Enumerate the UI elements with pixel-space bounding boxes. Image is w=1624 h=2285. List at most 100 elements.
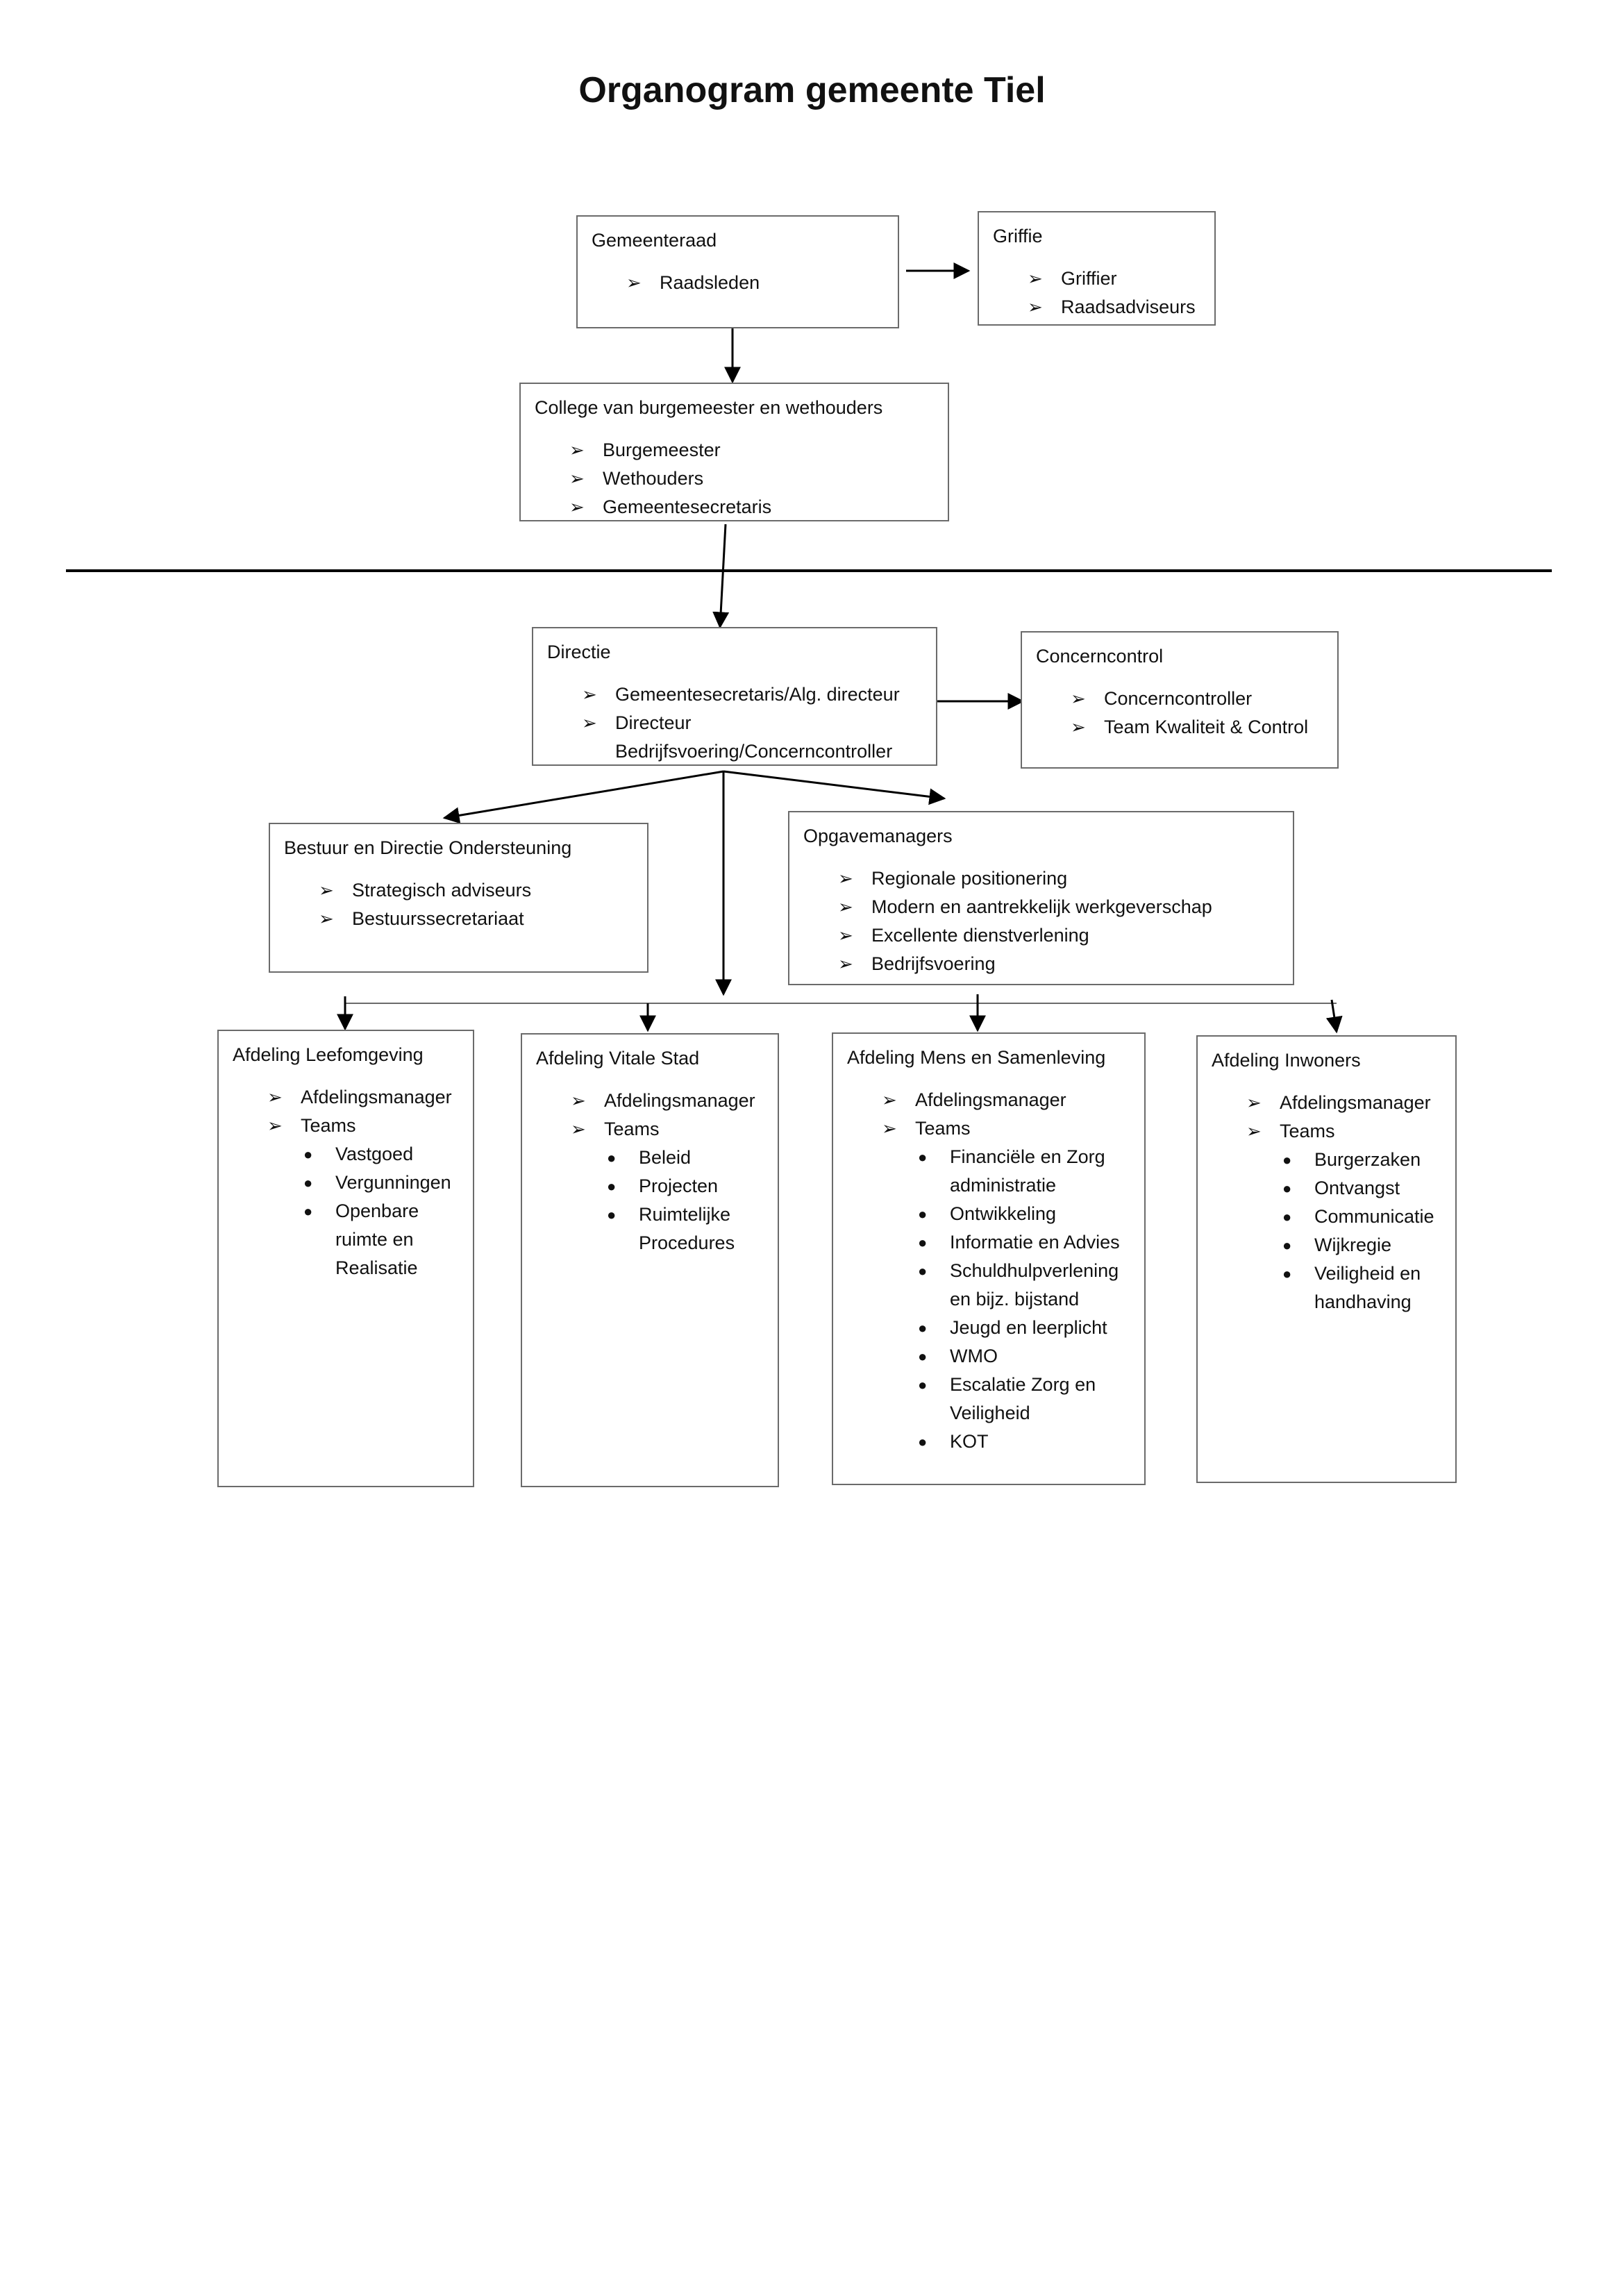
arrow-bullet-icon: ➢ (569, 440, 585, 460)
arrow-bullet-icon: ➢ (1028, 296, 1043, 317)
dot-bullet-icon: ● (918, 1148, 928, 1166)
dot-bullet-icon: ● (918, 1234, 928, 1251)
arrow-bullet-icon: ➢ (838, 953, 853, 974)
dot-bullet-icon: ● (918, 1433, 928, 1450)
list-item: ➢Bedrijfsvoering (838, 950, 1279, 978)
list-item: ➢Teams ●Beleid ●Projecten ●Ruimtelijke P… (571, 1115, 764, 1257)
arrow-directie-opgavemanagers (723, 770, 946, 805)
page-title: Organogram gemeente Tiel (578, 70, 1046, 110)
list-item: ➢Afdelingsmanager (1246, 1089, 1441, 1117)
box-college: College van burgemeester en wethouders ➢… (519, 383, 949, 521)
item-list: ➢Burgemeester ➢Wethouders ➢Gemeentesecre… (535, 436, 934, 521)
dot-bullet-icon: ● (1282, 1265, 1292, 1282)
arrow-bullet-icon: ➢ (838, 925, 853, 946)
team-item: ●Vergunningen (301, 1169, 459, 1197)
arrow-bullet-icon: ➢ (838, 896, 853, 917)
list-item: ➢Concerncontroller (1071, 685, 1323, 713)
list-item: ➢Afdelingsmanager (267, 1083, 459, 1112)
dot-bullet-icon: ● (918, 1262, 928, 1280)
box-title: Bestuur en Directie Ondersteuning (284, 837, 572, 858)
list-item: ➢Wethouders (569, 464, 934, 493)
dot-bullet-icon: ● (1282, 1180, 1292, 1197)
item-list: ➢Afdelingsmanager ➢Teams ●Financiële en … (847, 1086, 1130, 1456)
arrow-bullet-icon: ➢ (582, 684, 597, 705)
dot-bullet-icon: ● (607, 1206, 617, 1223)
dot-bullet-icon: ● (303, 1174, 313, 1191)
arrow-bullet-icon: ➢ (882, 1118, 897, 1139)
item-list: ➢Regionale positionering ➢Modern en aant… (803, 864, 1279, 978)
item-list: ➢Afdelingsmanager ➢Teams ●Vastgoed ●Verg… (233, 1083, 459, 1282)
arrow-bullet-icon: ➢ (571, 1119, 586, 1139)
dot-bullet-icon: ● (303, 1146, 313, 1163)
dot-bullet-icon: ● (607, 1178, 617, 1195)
box-title: Afdeling Vitale Stad (536, 1048, 700, 1069)
arrow-bullet-icon: ➢ (1246, 1121, 1262, 1141)
item-list: ➢Afdelingsmanager ➢Teams ●Burgerzaken ●O… (1212, 1089, 1441, 1316)
list-item: ➢Griffier (1028, 265, 1200, 293)
dot-bullet-icon: ● (303, 1203, 313, 1220)
team-item: ●Ontvangst (1280, 1174, 1441, 1203)
list-item: ➢Excellente dienstverlening (838, 921, 1279, 950)
box-title: Gemeenteraad (592, 230, 717, 251)
team-item: ●Schuldhulpverlening en bijz. bijstand (915, 1257, 1130, 1314)
box-concerncontrol: Concerncontrol ➢Concerncontroller ➢Team … (1021, 631, 1339, 769)
item-list: ➢Griffier ➢Raadsadviseurs (993, 265, 1200, 321)
dot-bullet-icon: ● (918, 1205, 928, 1223)
team-item: ●Veiligheid en handhaving (1280, 1259, 1441, 1316)
item-list: ➢Strategisch adviseurs ➢Bestuurssecretar… (284, 876, 633, 933)
box-griffie: Griffie ➢Griffier ➢Raadsadviseurs (978, 211, 1216, 326)
arrow-bullet-icon: ➢ (571, 1090, 586, 1111)
item-list: ➢Raadsleden (592, 269, 884, 297)
list-item: ➢Strategisch adviseurs (319, 876, 633, 905)
box-afdeling-mens-samenleving: Afdeling Mens en Samenleving ➢Afdelingsm… (832, 1032, 1146, 1485)
list-item: ➢Team Kwaliteit & Control (1071, 713, 1323, 742)
team-list: ●Financiële en Zorg administratie ●Ontwi… (915, 1143, 1130, 1456)
team-item: ●Jeugd en leerplicht (915, 1314, 1130, 1342)
box-gemeenteraad: Gemeenteraad ➢Raadsleden (576, 215, 899, 328)
team-item: ●WMO (915, 1342, 1130, 1371)
list-item: ➢Gemeentesecretaris (569, 493, 934, 521)
list-item: ➢Teams ●Financiële en Zorg administratie… (882, 1114, 1130, 1456)
team-item: ●Beleid (604, 1144, 764, 1172)
team-item: ●KOT (915, 1428, 1130, 1456)
arrow-bullet-icon: ➢ (1246, 1092, 1262, 1113)
list-item: ➢Gemeentesecretaris/Alg. directeur (582, 680, 922, 709)
arrow-bullet-icon: ➢ (267, 1087, 283, 1107)
team-item: ●Communicatie (1280, 1203, 1441, 1231)
arrow-bullet-icon: ➢ (582, 712, 597, 733)
team-list: ●Beleid ●Projecten ●Ruimtelijke Procedur… (604, 1144, 764, 1257)
arrow-bullet-icon: ➢ (882, 1089, 897, 1110)
team-item: ●Burgerzaken (1280, 1146, 1441, 1174)
box-afdeling-vitale-stad: Afdeling Vitale Stad ➢Afdelingsmanager ➢… (521, 1033, 779, 1487)
dot-bullet-icon: ● (607, 1149, 617, 1166)
list-item: ➢Regionale positionering (838, 864, 1279, 893)
team-item: ●Informatie en Advies (915, 1228, 1130, 1257)
box-title: Afdeling Leefomgeving (233, 1044, 424, 1065)
arrow-bullet-icon: ➢ (626, 272, 642, 293)
item-list: ➢Gemeentesecretaris/Alg. directeur ➢Dire… (547, 680, 922, 766)
dot-bullet-icon: ● (1282, 1151, 1292, 1169)
arrow-bullet-icon: ➢ (569, 496, 585, 517)
team-item: ●Ontwikkeling (915, 1200, 1130, 1228)
item-list: ➢Concerncontroller ➢Team Kwaliteit & Con… (1036, 685, 1323, 742)
item-list: ➢Afdelingsmanager ➢Teams ●Beleid ●Projec… (536, 1087, 764, 1257)
team-item: ●Vastgoed (301, 1140, 459, 1169)
list-item: ➢Raadsleden (626, 269, 884, 297)
arrow-directie-bestuur (442, 770, 724, 824)
box-afdeling-leefomgeving: Afdeling Leefomgeving ➢Afdelingsmanager … (217, 1030, 474, 1487)
dot-bullet-icon: ● (918, 1376, 928, 1393)
list-item: ➢Bestuurssecretariaat (319, 905, 633, 933)
box-opgavemanagers: Opgavemanagers ➢Regionale positionering … (788, 811, 1294, 985)
arrow-bullet-icon: ➢ (319, 880, 334, 901)
arrow-bullet-icon: ➢ (267, 1115, 283, 1136)
box-title: Concerncontrol (1036, 646, 1164, 667)
arrow-bullet-icon: ➢ (1071, 717, 1086, 737)
team-item: ●Escalatie Zorg en Veiligheid (915, 1371, 1130, 1428)
box-bestuur: Bestuur en Directie Ondersteuning ➢Strat… (269, 823, 648, 973)
team-item: ●Ruimtelijke Procedures (604, 1200, 764, 1257)
list-item: ➢Teams ●Burgerzaken ●Ontvangst ●Communic… (1246, 1117, 1441, 1316)
arrow-bullet-icon: ➢ (319, 908, 334, 929)
arrow-bullet-icon: ➢ (1071, 688, 1086, 709)
list-item: ➢Raadsadviseurs (1028, 293, 1200, 321)
box-title: Griffie (993, 226, 1043, 246)
